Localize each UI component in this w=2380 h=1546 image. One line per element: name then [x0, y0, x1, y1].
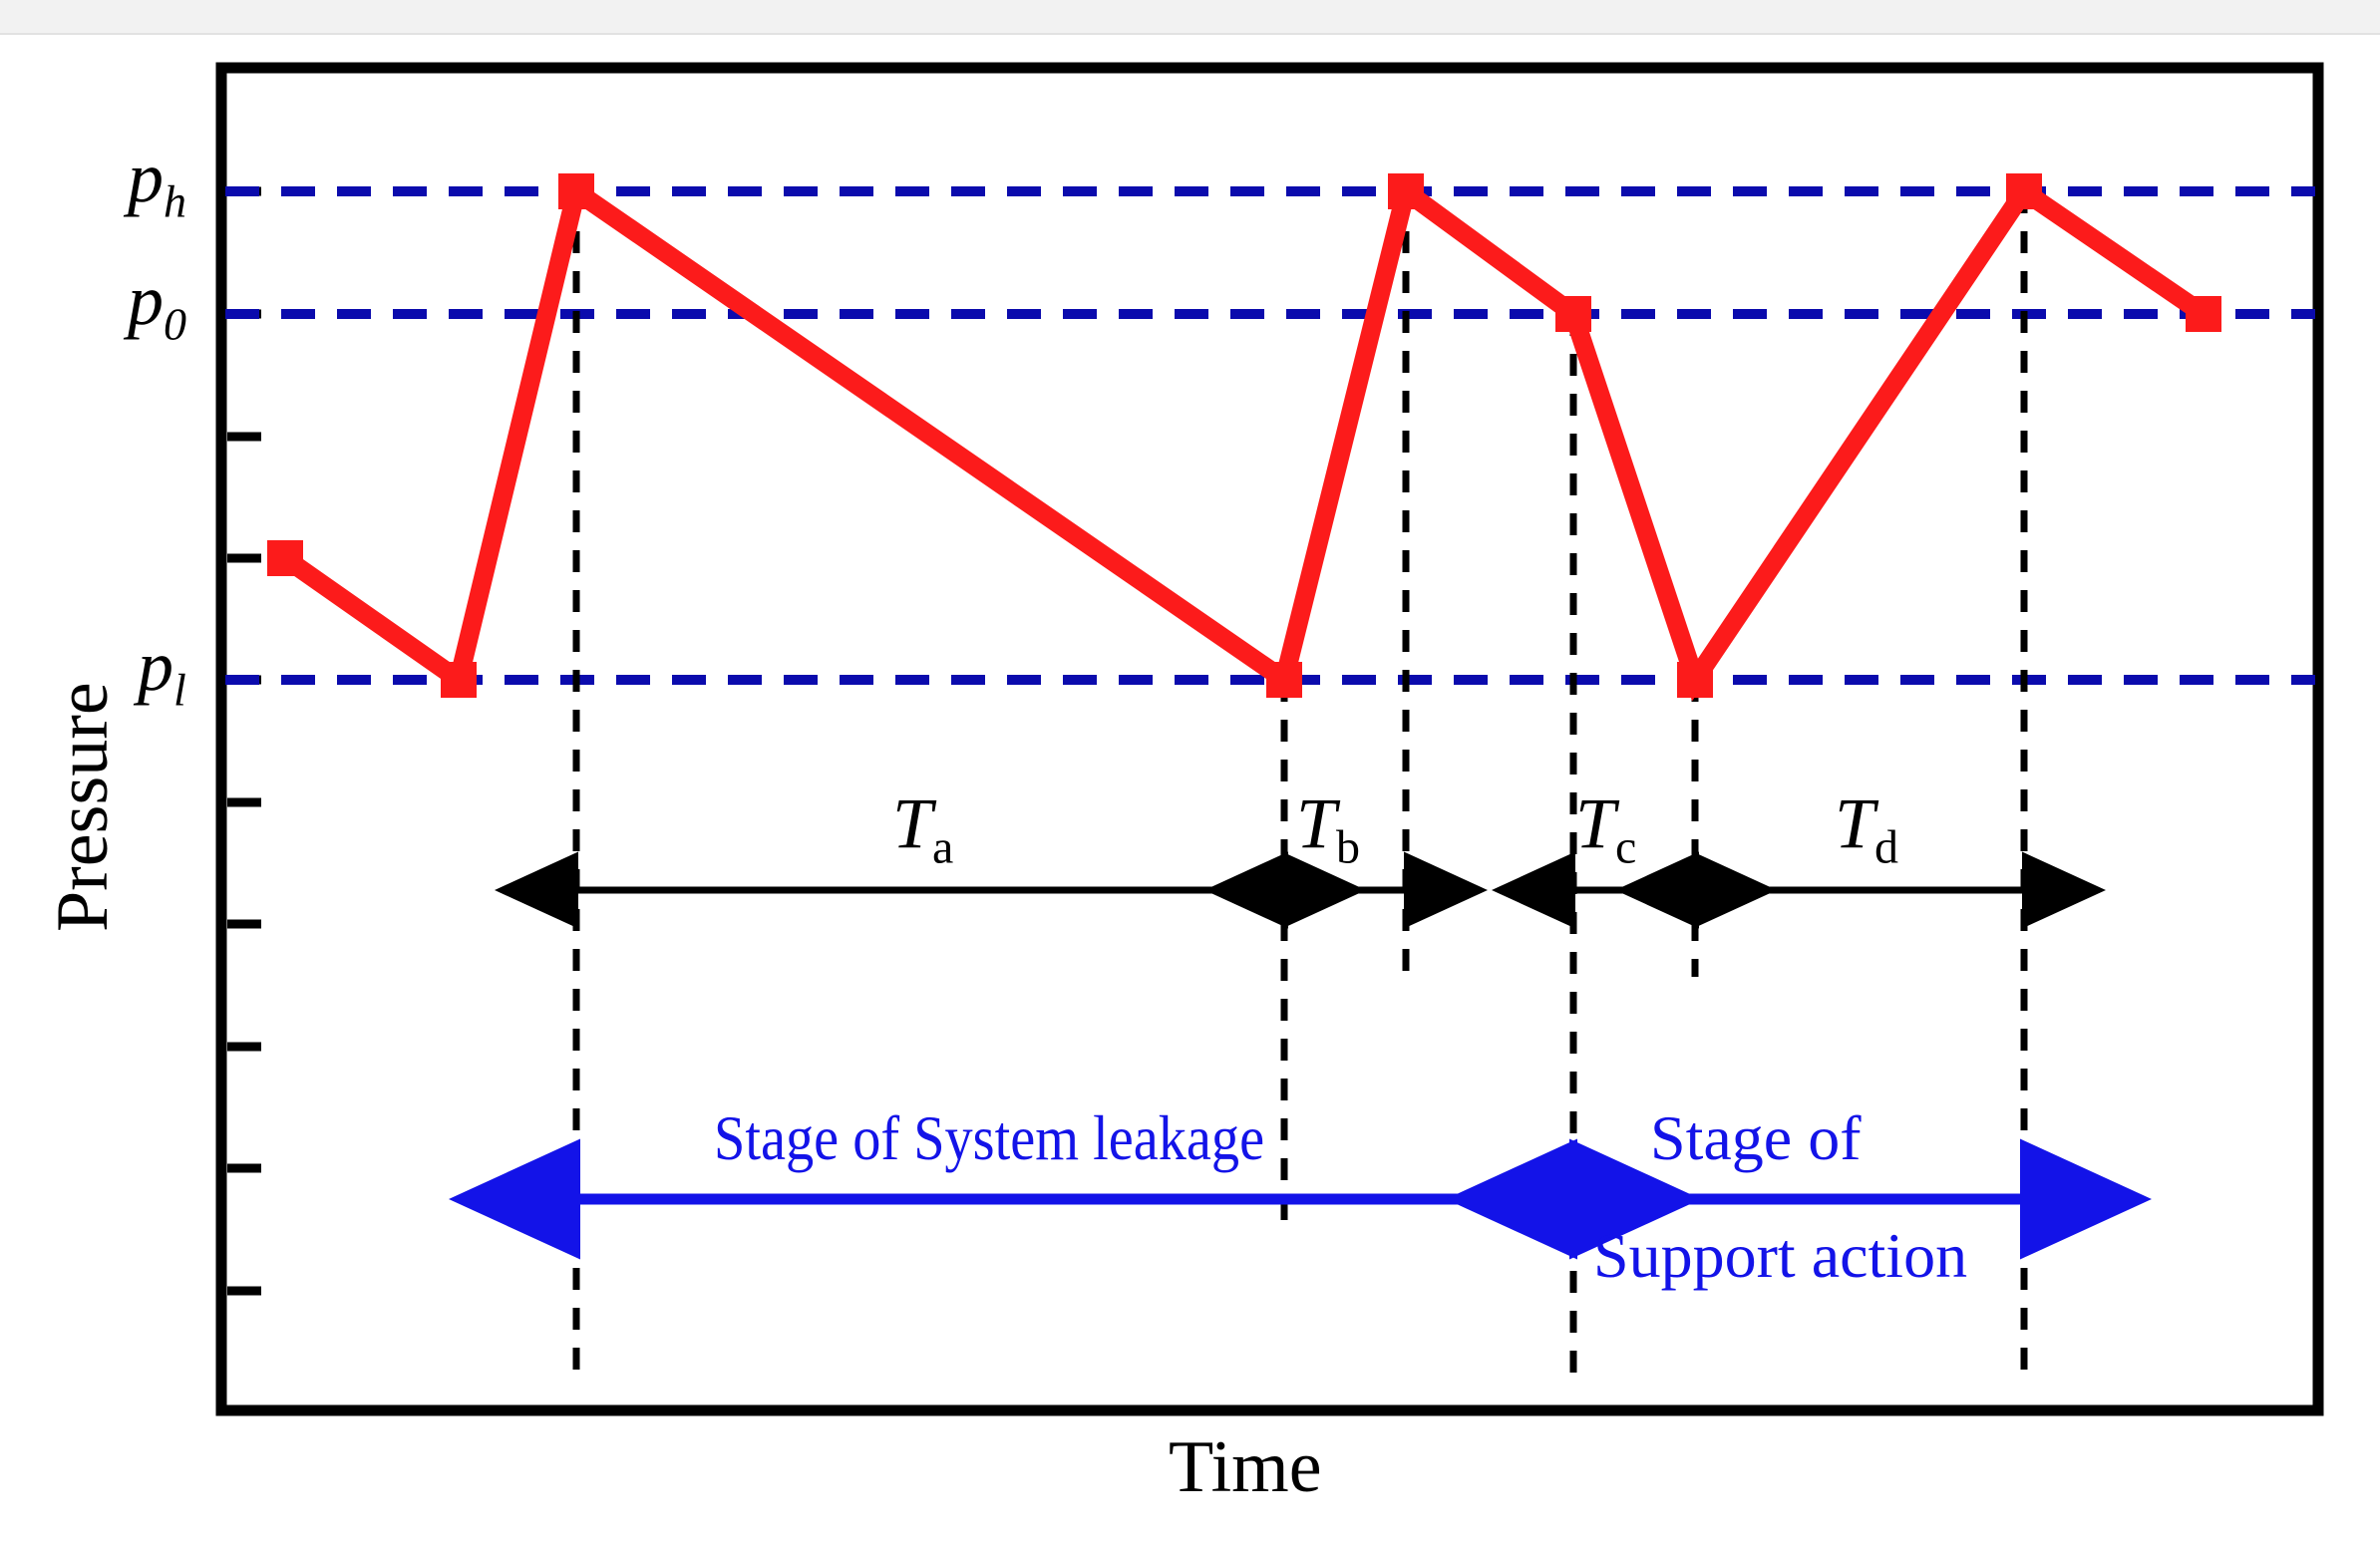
ph-symbol: p	[128, 138, 164, 217]
interval-label-td: Td	[1835, 787, 1898, 871]
ph-subscript: h	[164, 175, 186, 227]
pressure-label-pl: pl	[138, 630, 186, 713]
stage-label-support-line1: Stage of	[1650, 1102, 1862, 1173]
x-axis-label: Time	[1169, 1426, 1322, 1508]
y-axis-ticks	[227, 186, 261, 1296]
pressure-label-ph: ph	[128, 142, 186, 224]
pl-symbol: p	[138, 626, 173, 706]
tc-subscript: c	[1615, 820, 1637, 874]
interval-label-ta: Ta	[892, 787, 953, 871]
tb-subscript: b	[1336, 820, 1361, 874]
p0-subscript: 0	[164, 298, 186, 350]
interval-label-tc: Tc	[1575, 787, 1636, 871]
top-band	[0, 0, 2380, 34]
interval-label-tb: Tb	[1296, 787, 1360, 871]
pl-subscript: l	[173, 664, 186, 716]
ta-symbol: T	[892, 783, 933, 863]
top-divider	[0, 33, 2380, 35]
stage-label-leakage: Stage of System leakage	[714, 1102, 1265, 1173]
stage-label-support-line2: Support action	[1593, 1220, 1968, 1291]
pressure-label-p0: p0	[128, 264, 186, 347]
pressure-series-markers	[267, 173, 2221, 698]
plot-frame	[215, 62, 2324, 1416]
y-axis-label: Pressure	[42, 682, 124, 932]
td-subscript: d	[1874, 820, 1899, 874]
p0-symbol: p	[128, 260, 164, 340]
pressure-reference-lines	[225, 186, 2315, 685]
td-symbol: T	[1835, 783, 1875, 863]
tc-symbol: T	[1575, 783, 1616, 863]
ta-subscript: a	[932, 820, 954, 874]
tb-symbol: T	[1296, 783, 1337, 863]
